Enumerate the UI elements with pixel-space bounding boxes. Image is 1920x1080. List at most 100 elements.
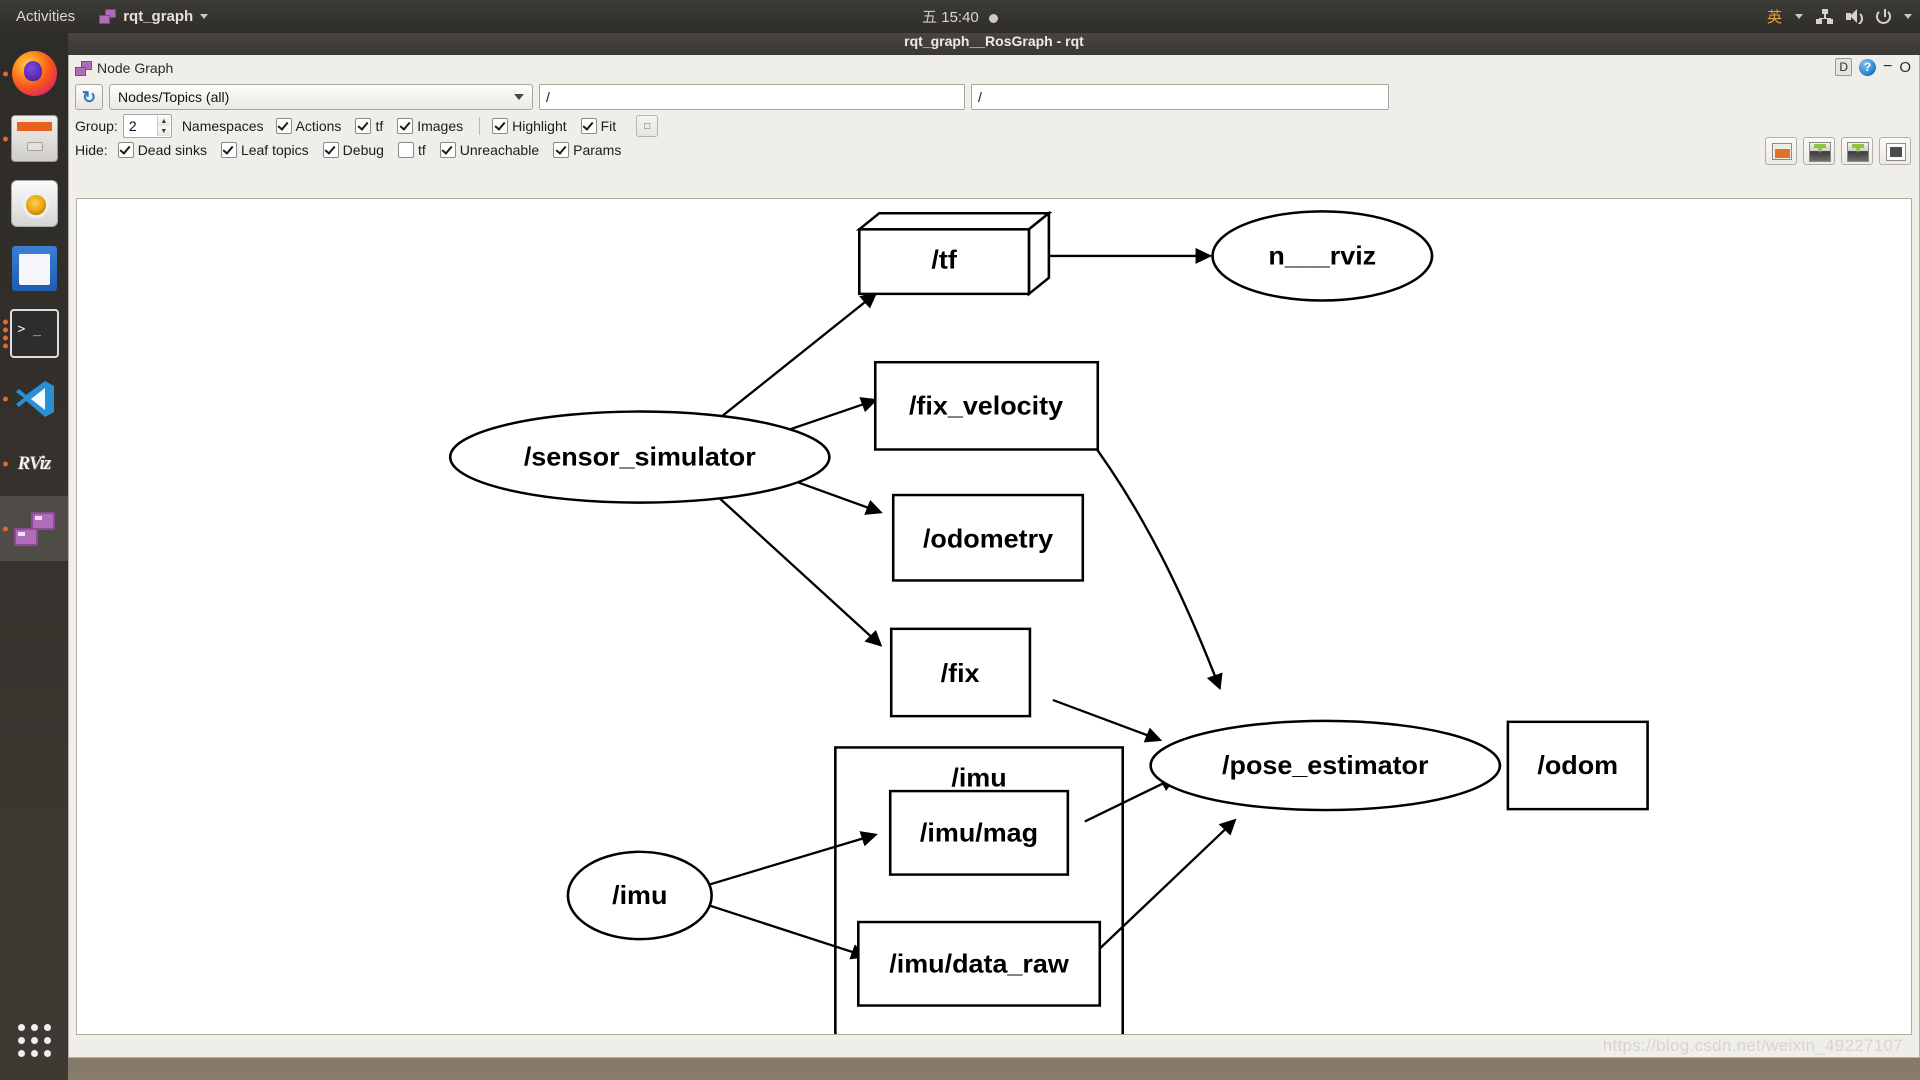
activities-button[interactable]: Activities [16, 8, 76, 25]
save-dot-button[interactable] [1803, 137, 1835, 165]
imu_data_raw-box [856, 920, 1102, 1007]
edge-imu_node-imu_mag [707, 831, 878, 887]
graph-node-imu[interactable]: /imu [566, 850, 713, 941]
help-button[interactable]: ? [1858, 58, 1876, 76]
load-dot-button[interactable] [1765, 137, 1797, 165]
save-image-button[interactable] [1879, 137, 1911, 165]
tf-box-top [855, 211, 1053, 231]
topic-filter-input[interactable]: / [539, 84, 965, 110]
edge-imu_mag-pose_estimator [1084, 776, 1178, 823]
close-button[interactable]: O [1899, 58, 1911, 76]
sensor_simulator-ellipse [448, 410, 831, 504]
checkbox-hide-tf[interactable]: tf [397, 142, 426, 158]
group-spinbox[interactable]: 2 ▲ ▼ [122, 114, 172, 138]
fix_velocity-box [873, 360, 1100, 451]
minimize-button[interactable]: − [1882, 58, 1893, 75]
fix-box [889, 627, 1032, 718]
odometry-box [891, 493, 1085, 582]
spinbox-buttons[interactable]: ▲ ▼ [156, 116, 170, 136]
dock-item-rhythmbox[interactable] [0, 171, 68, 236]
graph-node-sensor-simulator[interactable]: /sensor_simulator [448, 410, 831, 504]
checkmark-icon [580, 118, 597, 134]
spin-down-icon[interactable]: ▼ [157, 126, 170, 136]
running-indicator [3, 319, 8, 348]
save-svg-button[interactable] [1841, 137, 1873, 165]
dock-item-rqt[interactable] [0, 496, 68, 561]
graph-node-imu-mag[interactable]: /imu/mag [888, 789, 1070, 876]
app-menu-rqt-graph[interactable]: rqt_graph [89, 8, 218, 25]
terminal-icon [9, 309, 59, 358]
toolbar-separator [479, 117, 481, 135]
spin-up-icon[interactable]: ▲ [157, 116, 170, 126]
dock-item-rviz[interactable]: RViz [0, 431, 68, 496]
checkbox-actions-label: Actions [295, 118, 342, 134]
checkbox-params[interactable]: Params [553, 142, 621, 158]
graph-node-imu-data-raw[interactable]: /imu/data_raw [856, 920, 1102, 1007]
ros-graph-canvas[interactable]: /imu /tf n___rviz [76, 198, 1912, 1035]
checkbox-highlight[interactable]: Highlight [492, 118, 567, 134]
edge-sensor_simulator-tf [712, 292, 878, 424]
dock-item-libreoffice[interactable] [0, 236, 68, 301]
status-menu[interactable]: 英 [1767, 0, 1912, 33]
rqt-icon [99, 9, 117, 24]
checkbox-unreachable[interactable]: Unreachable [439, 142, 539, 158]
checkbox-params-label: Params [573, 142, 622, 158]
hide-label: Hide: [75, 142, 108, 158]
running-indicator [3, 396, 8, 401]
cluster-imu-box [834, 746, 1125, 1034]
edge-imu_data_raw-pose_estimator [1093, 818, 1237, 955]
panel-title: Node Graph [97, 60, 174, 76]
power-icon[interactable] [1876, 9, 1891, 24]
status-chevron-down-icon[interactable] [1904, 14, 1912, 19]
checkmark-icon [355, 118, 372, 134]
checkbox-tf[interactable]: tf [355, 118, 383, 134]
checkbox-dead-sinks[interactable]: Dead sinks [117, 142, 207, 158]
graph-type-combo[interactable]: Nodes/Topics (all) [109, 84, 533, 110]
checkbox-leaf-topics[interactable]: Leaf topics [220, 142, 309, 158]
graph-node-tf[interactable]: /tf [855, 210, 1053, 297]
checkbox-highlight-label: Highlight [512, 118, 567, 134]
input-method-label[interactable]: 英 [1766, 9, 1782, 26]
group-label: Group: [75, 118, 118, 134]
checkbox-images[interactable]: Images [397, 118, 463, 134]
graph-node-fix[interactable]: /fix [889, 627, 1032, 718]
imu_mag-label: /imu/mag [920, 818, 1038, 847]
volume-icon[interactable] [1846, 9, 1863, 26]
tf-box-front [857, 228, 1031, 296]
running-indicator [3, 461, 8, 466]
firefox-icon [11, 51, 57, 96]
graph-node-odometry[interactable]: /odometry [891, 493, 1085, 582]
watermark: https://blog.csdn.net/weixin_49227107 [1602, 1036, 1903, 1055]
rviz-ellipse [1211, 210, 1434, 302]
image-icon [1886, 143, 1906, 161]
ime-chevron-down-icon[interactable] [1795, 14, 1803, 19]
graph-node-pose-estimator[interactable]: /pose_estimator [1149, 719, 1502, 812]
fix-label: /fix [941, 659, 980, 688]
dock-item-files[interactable] [0, 106, 68, 171]
fit-in-view-button[interactable]: □ [636, 115, 659, 137]
checkbox-debug[interactable]: Debug [322, 142, 384, 158]
graph-node-odom[interactable]: /odom [1506, 720, 1649, 811]
network-icon[interactable] [1816, 9, 1833, 24]
dock-item-firefox[interactable] [0, 41, 68, 106]
window-title: rqt_graph__RosGraph - rqt [904, 33, 1084, 49]
dock-item-terminal[interactable] [0, 301, 68, 366]
undock-button[interactable]: D [1835, 58, 1852, 76]
graph-node-fix-velocity[interactable]: /fix_velocity [873, 360, 1100, 451]
checkbox-actions[interactable]: Actions [275, 118, 342, 134]
node-filter-input[interactable]: / [971, 84, 1389, 110]
refresh-button[interactable]: ↻ [75, 84, 103, 110]
graph-edges [704, 247, 1502, 960]
checkbox-images-label: Images [417, 118, 464, 134]
pose_estimator-ellipse [1149, 719, 1502, 812]
clock[interactable]: 五 15:40 [0, 6, 1920, 27]
running-indicator [3, 71, 8, 76]
vscode-icon [12, 376, 57, 421]
show-applications-button[interactable] [0, 1010, 68, 1070]
checkbox-fit[interactable]: Fit [580, 118, 616, 134]
graph-node-rviz[interactable]: n___rviz [1211, 210, 1434, 302]
dock-item-vscode[interactable] [0, 366, 68, 431]
checkbox-empty-icon [397, 142, 414, 158]
running-indicator [3, 136, 8, 141]
graph-cluster-imu[interactable]: /imu [834, 746, 1125, 1034]
